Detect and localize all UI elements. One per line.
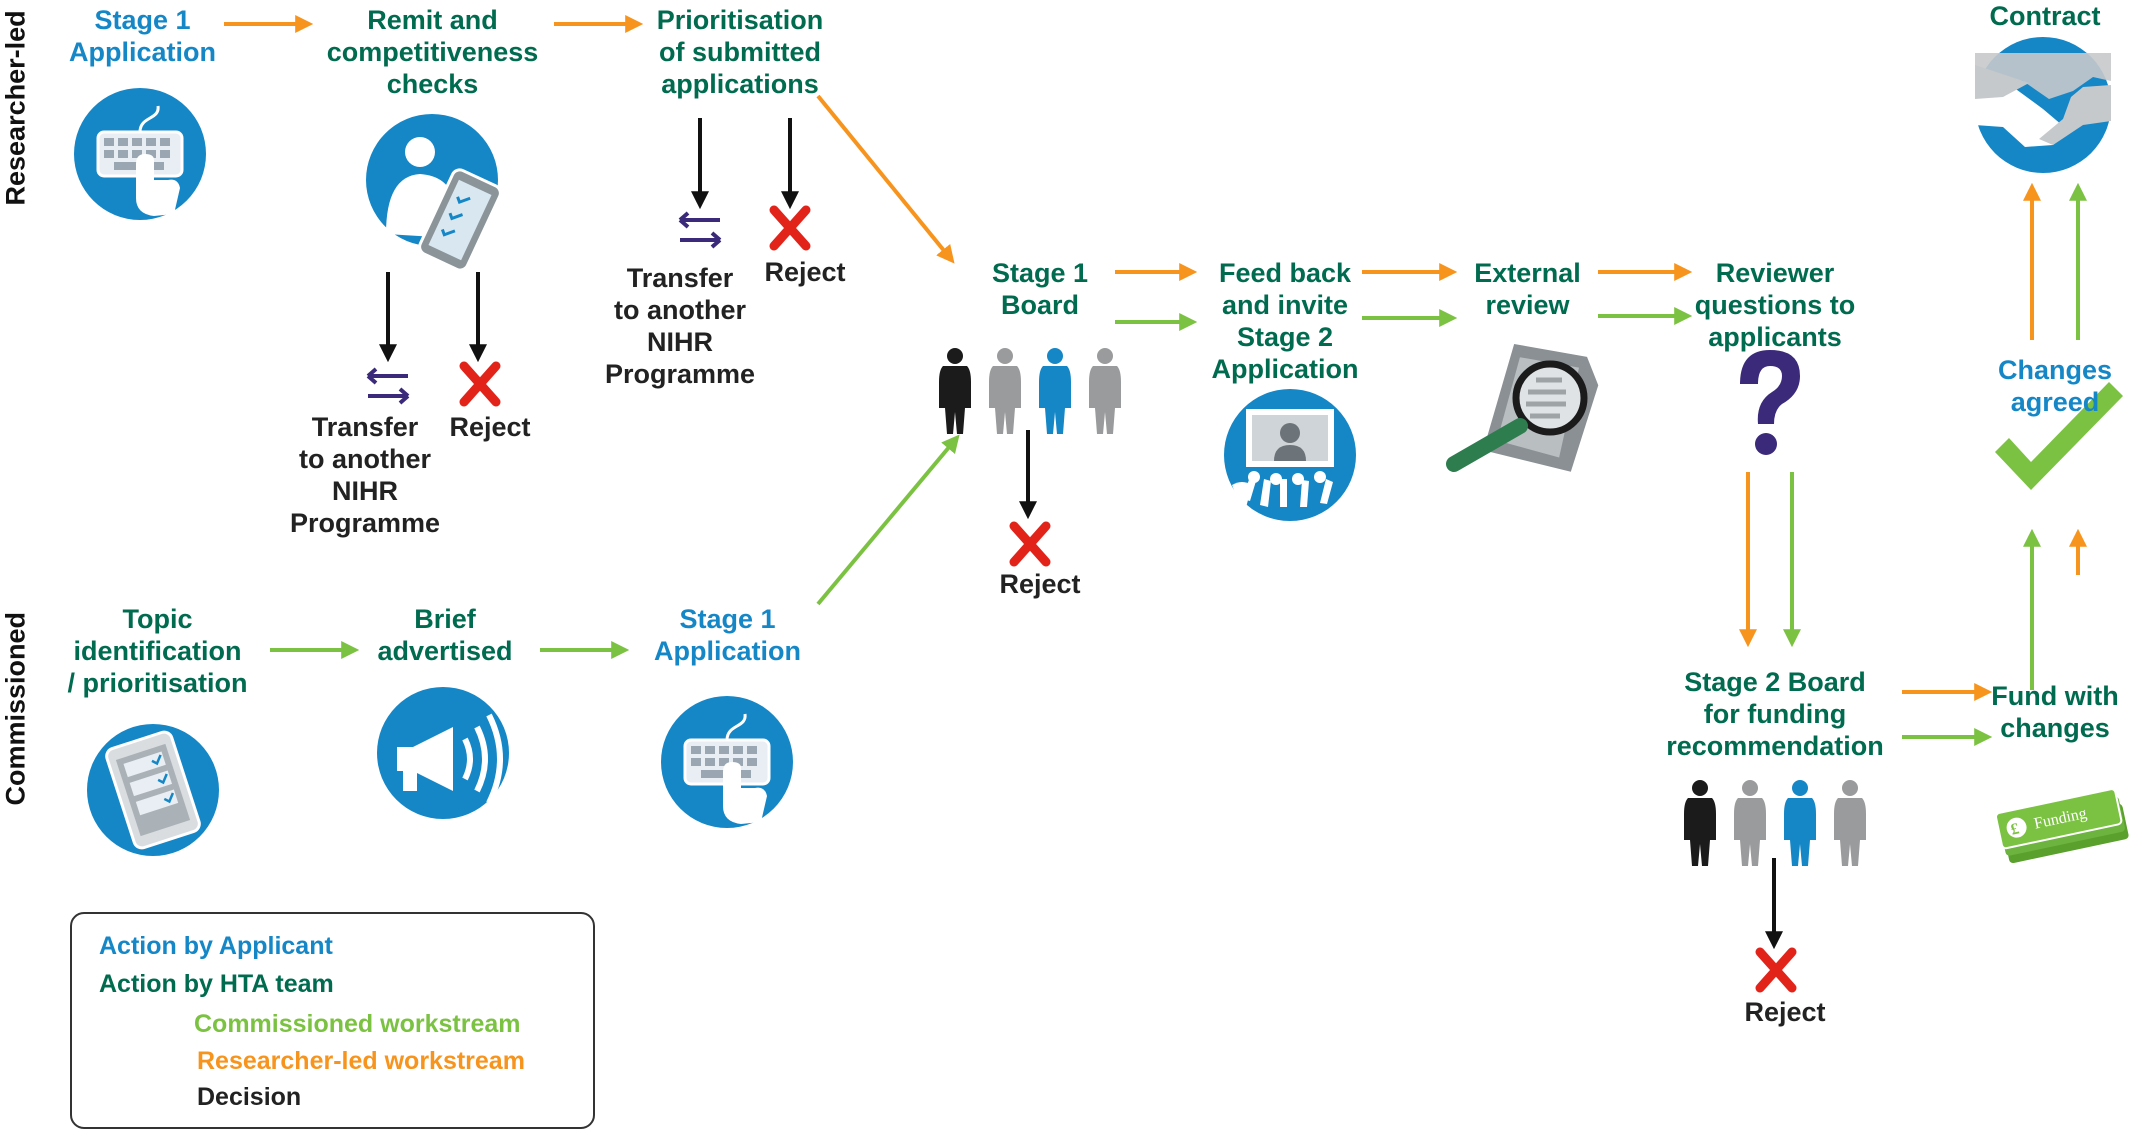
megaphone-icon xyxy=(377,687,509,819)
transfer-label-2: Transfer to another NIHR Programme xyxy=(604,263,756,389)
changes-agreed-label: Changes agreed xyxy=(1997,355,2113,417)
person-checklist-icon xyxy=(366,114,502,272)
commissioned-arrows xyxy=(270,182,2087,746)
remit-checks-label: Remit and competitiveness checks xyxy=(326,5,539,99)
people-group-icon xyxy=(1684,780,1866,866)
reject-board2-label: Reject xyxy=(1744,997,1826,1027)
legend-researcher-led: Researcher-led workstream xyxy=(197,1047,525,1075)
reject-label-1: Reject xyxy=(449,412,531,442)
brief-advertised-label: Brief advertised xyxy=(377,604,513,666)
red-cross-icon xyxy=(1760,952,1792,988)
red-cross-icon xyxy=(464,366,496,402)
stage1-board-label: Stage 1 Board xyxy=(991,258,1089,320)
legend-box: Action by Applicant Action by HTA team C… xyxy=(70,912,595,1129)
transfer-arrows-icon xyxy=(678,211,722,249)
researcher-led-arrows xyxy=(224,15,2087,701)
rl-stage1-application-label: Stage 1 Application xyxy=(69,5,216,67)
fund-with-changes-label: Fund with changes xyxy=(1991,681,2119,743)
tablet-checklist-icon xyxy=(87,724,219,856)
magnifier-document-icon xyxy=(1446,343,1599,472)
stage2-board-label: Stage 2 Board for funding recommendation xyxy=(1666,667,1884,761)
red-cross-icon xyxy=(774,210,806,246)
transfer-arrows-icon xyxy=(366,367,410,405)
prioritisation-label: Prioritisation of submitted applications xyxy=(656,5,824,99)
question-mark-icon xyxy=(1740,350,1800,455)
decision-arrows xyxy=(379,118,1783,950)
cm-stage1-application-label: Stage 1 Application xyxy=(654,604,801,666)
legend-commissioned: Commissioned workstream xyxy=(194,1010,521,1038)
red-cross-icon xyxy=(1014,526,1046,562)
green-tick-icon xyxy=(1995,382,2123,490)
presentation-audience-icon xyxy=(1224,389,1356,521)
legend-decision: Decision xyxy=(197,1083,302,1111)
lane-label-commissioned: Commissioned xyxy=(0,611,31,806)
people-group-icon xyxy=(939,348,1121,434)
contract-label: Contract xyxy=(1989,1,2101,31)
keyboard-hand-icon xyxy=(659,694,795,830)
feed-back-label: Feed back and invite Stage 2 Application xyxy=(1211,258,1359,384)
reject-label-2: Reject xyxy=(764,257,846,287)
topic-identification-label: Topic identification / prioritisation xyxy=(67,604,248,698)
transfer-label-1: Transfer to another NIHR Programme xyxy=(289,412,441,538)
svg-text:£: £ xyxy=(2009,820,2020,838)
legend-applicant: Action by Applicant xyxy=(99,932,333,960)
reject-board1-label: Reject xyxy=(999,569,1081,599)
banknotes-icon: £ Funding xyxy=(1994,788,2129,864)
keyboard-hand-icon xyxy=(72,86,208,222)
external-review-label: External review xyxy=(1474,258,1581,320)
legend-hta-team: Action by HTA team xyxy=(99,970,334,998)
lane-label-researcher-led: Researcher-led xyxy=(0,10,31,206)
reviewer-questions-label: Reviewer questions to applicants xyxy=(1694,258,1856,352)
handshake-icon xyxy=(1975,37,2111,173)
